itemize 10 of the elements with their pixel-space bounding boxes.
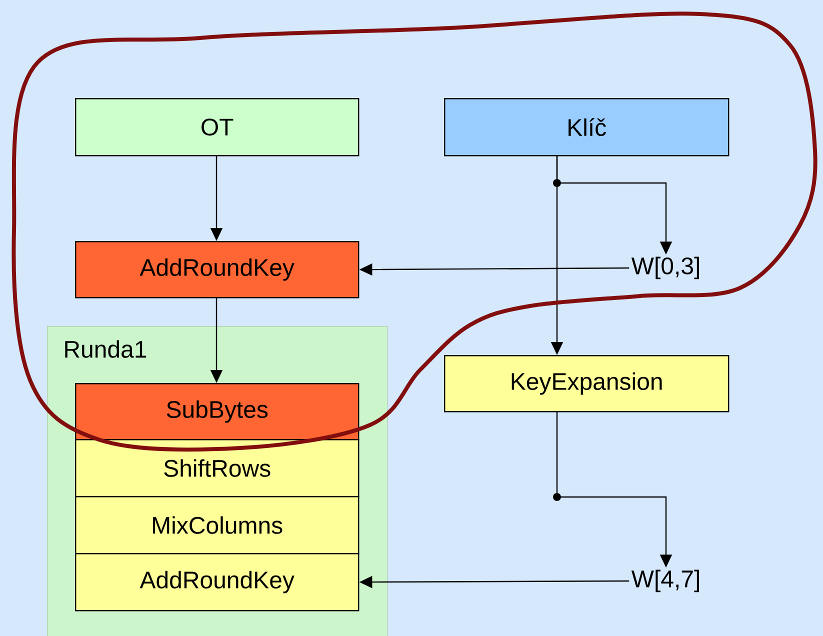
key-word-label: W[4,7]: [631, 570, 699, 592]
process-box: AddRoundKey: [75, 553, 360, 612]
process-box: KeyExpansion: [444, 355, 730, 412]
process-box: OT: [75, 98, 360, 156]
process-box: Klíč: [444, 98, 730, 156]
process-box: ShiftRows: [75, 439, 360, 498]
process-box: AddRoundKey: [75, 241, 360, 298]
process-box: MixColumns: [75, 496, 360, 554]
process-box: SubBytes: [75, 383, 360, 440]
key-word-label: W[0,3]: [631, 256, 699, 280]
